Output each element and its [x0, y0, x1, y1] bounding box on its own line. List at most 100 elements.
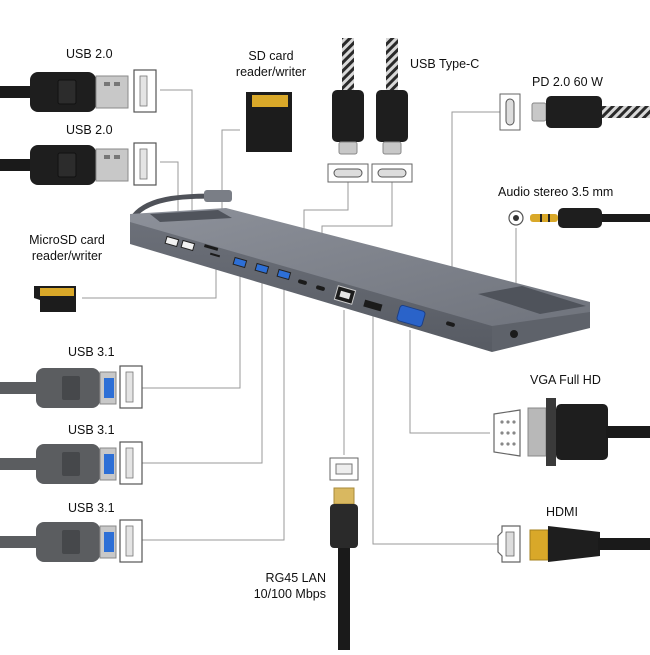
usbc-1-port-slot	[333, 168, 363, 178]
lan-cable	[329, 457, 359, 650]
leader-usb31-a	[142, 262, 241, 389]
label-lan: RG45 LAN 10/100 Mbps	[226, 570, 326, 602]
audio-jack	[508, 208, 650, 228]
audio-cable	[602, 214, 650, 222]
port-vga[interactable]	[396, 304, 426, 328]
hdmi-cable-wire	[598, 538, 650, 550]
port-usb20-a[interactable]	[164, 235, 180, 248]
hub-right-end	[492, 312, 590, 352]
usb31-c-grip	[62, 530, 80, 554]
label-usb31-a: USB 3.1	[68, 345, 115, 359]
leader-vga	[409, 330, 490, 434]
sd-card-contacts	[252, 95, 288, 107]
usb20-a-grip	[57, 79, 77, 105]
usb20-a-hole2	[114, 82, 120, 86]
usb31-b-cable	[0, 458, 40, 470]
usb31-b-port-tongue	[125, 447, 134, 479]
pd-port-slot	[505, 98, 515, 126]
hub	[130, 208, 590, 352]
usbc-1-body	[332, 90, 364, 142]
audio-port-hole	[513, 215, 519, 221]
label-usbc: USB Type-C	[410, 57, 480, 71]
label-vga: VGA Full HD	[530, 373, 601, 387]
port-usb20-b[interactable]	[180, 239, 196, 252]
usb20-a-hole1	[104, 82, 110, 86]
hub-right-pad	[478, 286, 586, 314]
usbc-2-body	[376, 90, 408, 142]
usbc-cable-1	[327, 38, 369, 183]
leader-usb20-a	[160, 89, 193, 228]
port-hdmi[interactable]	[363, 299, 383, 312]
pd-cable	[499, 93, 650, 131]
audio-plug-body	[558, 208, 602, 228]
usb31-c-blue	[104, 532, 114, 552]
hub-top	[130, 208, 590, 330]
hub-cable-plug	[204, 190, 232, 202]
audio-plug-ring2	[548, 214, 550, 222]
microsd-card	[34, 286, 76, 312]
usb31-b-grip	[62, 452, 80, 476]
hdmi-plug-body	[548, 526, 600, 562]
usbc-cable-2	[371, 38, 413, 183]
vga-cable-wire	[606, 426, 650, 438]
vga-port-pins	[500, 420, 516, 446]
audio-plug-ring1	[540, 214, 542, 222]
pd-tip	[531, 102, 547, 122]
vga-cable	[493, 398, 650, 466]
leader-lines	[82, 89, 517, 545]
usb20-b-metal	[95, 148, 129, 182]
label-usb20-a: USB 2.0	[66, 47, 113, 61]
port-usbc-b[interactable]	[316, 285, 326, 291]
usbc-1-tip	[338, 141, 358, 155]
label-usb20-b: USB 2.0	[66, 123, 113, 137]
usb20-b-plug	[0, 142, 157, 186]
usb31-c-cable	[0, 536, 40, 548]
hdmi-plug-tip	[529, 529, 549, 561]
port-microsd[interactable]	[209, 252, 221, 258]
label-pd: PD 2.0 60 W	[532, 75, 603, 89]
label-usb31-b: USB 3.1	[68, 423, 115, 437]
usb20-b-hole2	[114, 155, 120, 159]
usb31-a-plug	[0, 365, 143, 409]
label-sd-line1: SD card	[248, 49, 294, 63]
usb31-a-cable	[0, 382, 40, 394]
label-hdmi: HDMI	[546, 505, 578, 519]
usb31-a-port-tongue	[125, 371, 134, 403]
usb31-b-plug	[0, 441, 143, 485]
port-sd[interactable]	[203, 244, 219, 251]
hdmi-cable	[497, 525, 650, 563]
usb31-b-blue	[104, 454, 114, 474]
usbc-2-braid	[386, 38, 398, 90]
usbc-2-port-slot	[377, 168, 407, 178]
port-pd[interactable]	[446, 321, 456, 327]
microsd-card-contacts	[40, 288, 74, 296]
port-usb31-c[interactable]	[276, 268, 292, 281]
label-lan-line1: RG45 LAN	[265, 571, 326, 585]
port-audio[interactable]	[510, 330, 518, 338]
pd-body	[546, 96, 602, 128]
port-usb31-b[interactable]	[254, 262, 270, 275]
vga-plug-body	[556, 404, 608, 460]
sd-card	[246, 92, 292, 152]
usb20-a-metal	[95, 75, 129, 109]
usb20-b-port-tongue	[139, 148, 148, 180]
pd-braid	[602, 106, 650, 118]
usbc-2-tip	[382, 141, 402, 155]
port-usb31-a[interactable]	[232, 256, 248, 269]
usb20-a-port-tongue	[139, 75, 148, 107]
port-lan-inner	[339, 290, 351, 300]
usb20-b-hole1	[104, 155, 110, 159]
lan-port-inner	[335, 463, 353, 475]
lan-plug-head	[333, 487, 355, 505]
usb31-c-port-tongue	[125, 525, 134, 557]
usb31-c-plug	[0, 519, 143, 563]
label-usb31-c: USB 3.1	[68, 501, 115, 515]
label-microsd: MicroSD card reader/writer	[14, 232, 120, 264]
usb20-a-plug	[0, 69, 157, 113]
hub-ports	[164, 235, 518, 338]
vga-plug-flange	[546, 398, 556, 466]
leader-usb31-c	[142, 274, 285, 541]
port-usbc-a[interactable]	[298, 279, 308, 285]
hub-left-pad	[150, 210, 232, 222]
